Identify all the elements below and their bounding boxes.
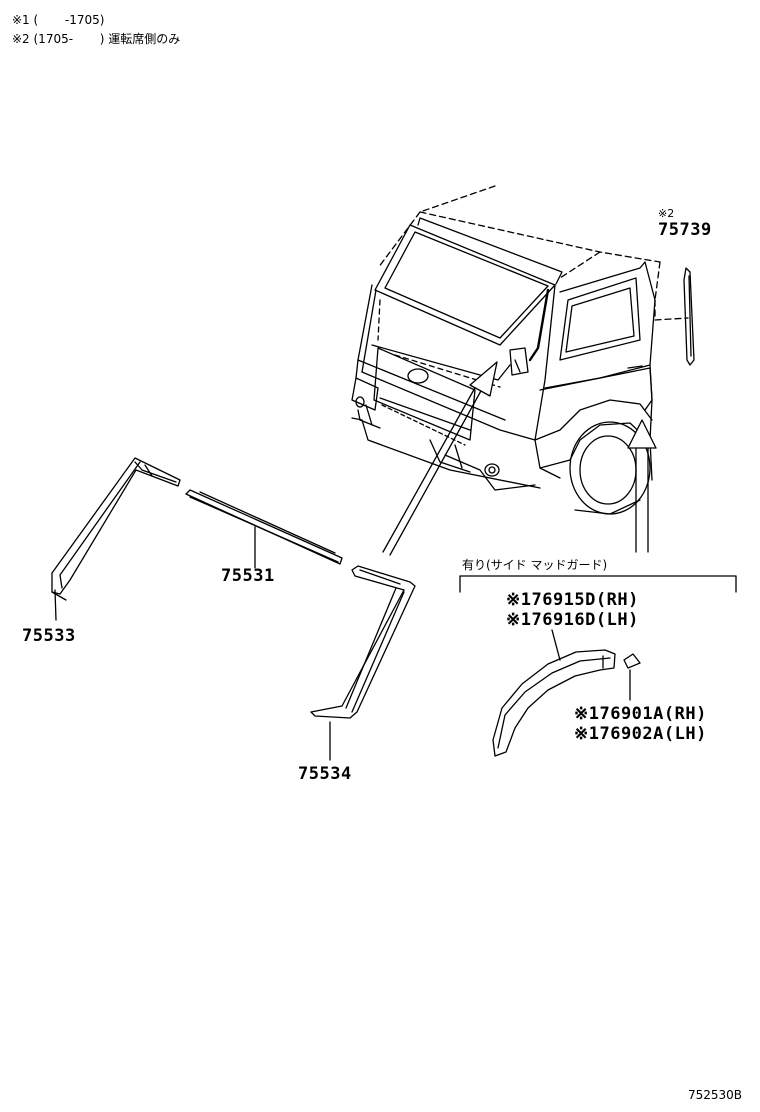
- part-number-76902a[interactable]: ※176902A(LH): [574, 724, 707, 744]
- part-75533-illustration: [51, 457, 181, 621]
- part-number-76916d[interactable]: ※176916D(LH): [506, 610, 639, 630]
- mudguard-bracket: [459, 575, 737, 593]
- part-75531-illustration: [185, 489, 343, 569]
- part-75534-illustration: [310, 565, 416, 761]
- part-number-76915d[interactable]: ※176915D(RH): [506, 590, 639, 610]
- note-2: ※2 (1705- ) 運転席側のみ: [12, 32, 181, 46]
- illustration-id: 752530B: [688, 1088, 743, 1102]
- part-75739-applicability-mark: ※2: [658, 207, 675, 220]
- part-number-76901a[interactable]: ※176901A(RH): [574, 704, 707, 724]
- part-number-75739[interactable]: 75739: [658, 220, 712, 240]
- part-76915d-illustration: [492, 629, 616, 757]
- part-number-75531[interactable]: 75531: [221, 566, 275, 586]
- part-number-75534[interactable]: 75534: [298, 764, 352, 784]
- mudguard-caption: 有り(サイド マッドガード): [462, 558, 608, 572]
- part-number-75533[interactable]: 75533: [22, 626, 76, 646]
- arrow-to-fender: [627, 419, 657, 553]
- arrow-to-windshield: [382, 361, 498, 556]
- note-1: ※1 ( -1705): [12, 13, 105, 27]
- truck-cab-illustration: [351, 185, 695, 515]
- part-76901a-illustration: [623, 653, 641, 701]
